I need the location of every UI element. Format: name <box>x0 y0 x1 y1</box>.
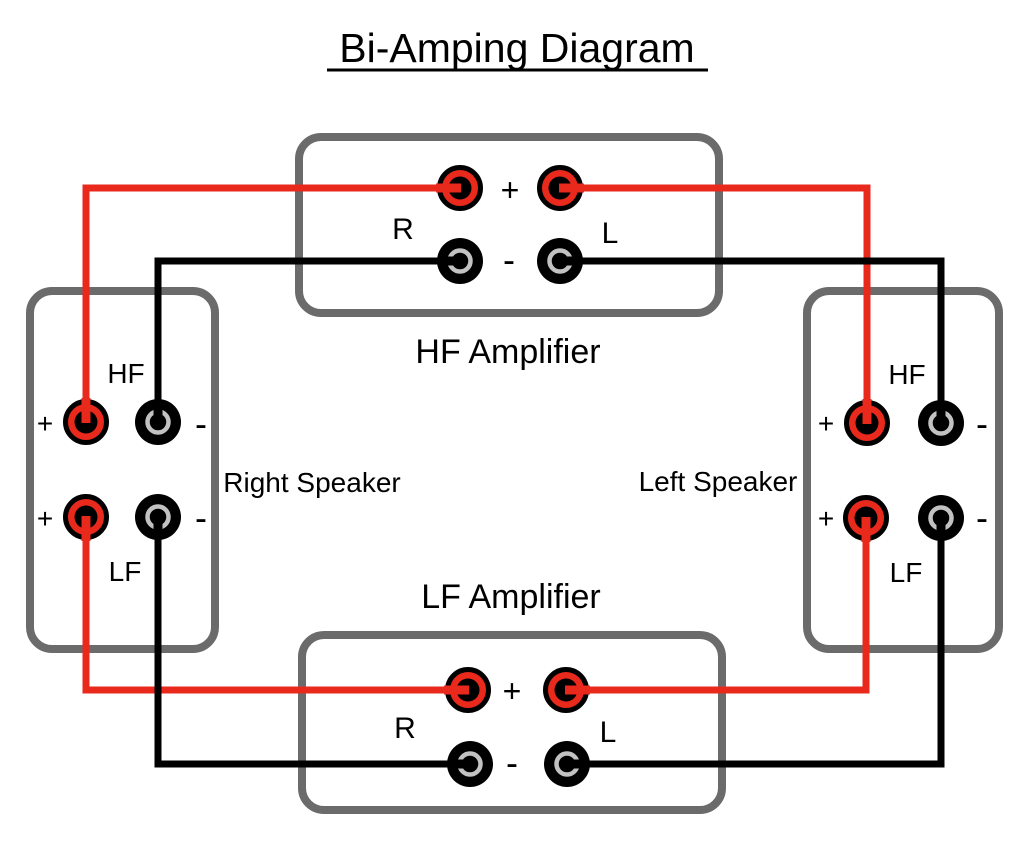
hf-amp-l-positive-terminal <box>540 168 585 209</box>
page-title: Bi-Amping Diagram <box>339 25 694 71</box>
left-speaker-hf-label: HF <box>888 359 925 390</box>
right-speaker-label: Right Speaker <box>223 467 400 498</box>
wire-lf-right-negative <box>154 517 470 768</box>
right-speaker-hf-minus-label: - <box>195 403 207 444</box>
left-speaker-hf-positive-terminal <box>847 399 888 444</box>
lf-amplifier-label: LF Amplifier <box>421 578 601 616</box>
right-speaker-lf-label: LF <box>109 556 142 587</box>
lf-amp-right-channel-label: R <box>394 712 416 745</box>
right-speaker-lf-negative-terminal <box>135 494 181 540</box>
hf-amp-l-negative-terminal <box>537 238 583 284</box>
wire-lf-right-positive <box>82 517 468 694</box>
hf-amplifier-label: HF Amplifier <box>415 333 600 371</box>
lf-amp-r-positive-terminal <box>444 670 489 711</box>
lf-amp-r-negative-terminal <box>447 741 493 787</box>
left-speaker-lf-negative-terminal <box>918 495 964 541</box>
hf-amp-r-negative-terminal <box>437 238 483 284</box>
right-speaker-hf-positive-terminal <box>66 398 107 443</box>
left-speaker-lf-positive-terminal <box>846 498 887 543</box>
lf-amp-l-negative-terminal <box>544 741 590 787</box>
left-speaker-hf-minus-label: - <box>976 403 988 444</box>
right-speaker-hf-negative-terminal <box>135 399 181 445</box>
left-speaker-label: Left Speaker <box>639 466 798 497</box>
left-speaker-lf-minus-label: - <box>976 497 988 538</box>
right-speaker-hf-label: HF <box>107 358 144 389</box>
wire-lf-left-negative <box>567 518 945 768</box>
right-speaker-box <box>26 287 219 653</box>
right-speaker-lf-positive-terminal <box>66 497 107 542</box>
wire-lf-left-positive <box>566 518 870 694</box>
lf-amp-l-positive-terminal <box>546 670 591 711</box>
hf-amp-left-channel-label: L <box>602 217 619 250</box>
hf-amp-minus-label: - <box>503 239 515 280</box>
lf-amplifier-box <box>298 631 726 814</box>
right-speaker-hf-plus-label: + <box>37 408 53 439</box>
lf-amp-plus-label: + <box>503 673 522 709</box>
left-speaker-lf-plus-label: + <box>818 503 834 534</box>
left-speaker-hf-negative-terminal <box>918 400 964 446</box>
wire-hf-left-positive <box>560 184 871 423</box>
left-speaker-hf-plus-label: + <box>818 408 834 439</box>
wire-hf-right-positive <box>82 184 460 422</box>
hf-amp-plus-label: + <box>501 172 520 208</box>
lf-amp-minus-label: - <box>506 742 518 783</box>
hf-amp-right-channel-label: R <box>392 213 414 246</box>
left-speaker-box <box>803 287 1003 653</box>
wire-hf-left-negative <box>560 257 945 423</box>
lf-amp-left-channel-label: L <box>600 716 617 749</box>
hf-amp-r-positive-terminal <box>436 168 481 209</box>
right-speaker-lf-minus-label: - <box>195 497 207 538</box>
wire-hf-right-negative <box>154 257 460 422</box>
right-speaker-lf-plus-label: + <box>37 503 53 534</box>
hf-amplifier-box <box>295 133 723 317</box>
left-speaker-lf-label: LF <box>890 557 923 588</box>
